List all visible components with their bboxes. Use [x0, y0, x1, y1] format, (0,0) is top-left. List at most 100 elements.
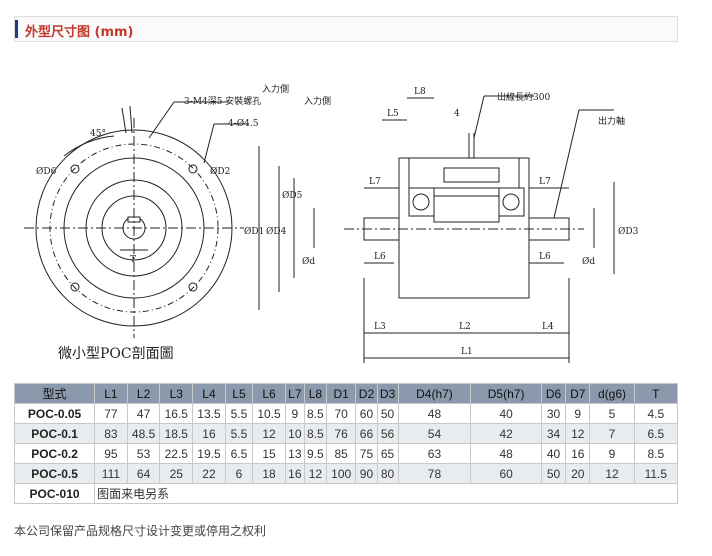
footnote: 本公司保留产品规格尺寸设计变更或停用之权利	[14, 524, 267, 538]
table-cell: 5.5	[224, 403, 254, 424]
table-cell: 19.5	[192, 443, 226, 464]
table-header-cell: L8	[303, 383, 327, 404]
table-cell: 60	[355, 403, 378, 424]
table-cell: 18	[252, 463, 286, 484]
table-header-cell: L2	[126, 383, 161, 404]
table-cell: 8.5	[303, 403, 327, 424]
label-l8: L8	[414, 87, 426, 97]
label-l1: L1	[461, 347, 473, 357]
label-angle: 45°	[90, 129, 106, 139]
table-header-cell: D1	[325, 383, 357, 404]
table-cell: 42	[470, 423, 542, 444]
table-header-cell: T	[633, 383, 679, 404]
label-dim-4: 4	[454, 109, 460, 119]
table-cell: 20	[565, 463, 591, 484]
table-header-cell: D2	[355, 383, 378, 404]
table-cell: 77	[94, 403, 128, 424]
label-l7-left: L7	[369, 177, 381, 187]
table-header-cell: L5	[224, 383, 254, 404]
table-cell: 56	[376, 423, 399, 444]
header-accent-bar	[15, 20, 18, 38]
label-l6-right: L6	[539, 252, 551, 262]
table-cell: 83	[94, 423, 128, 444]
label-d3: ØD3	[618, 226, 639, 237]
table-cell-model: POC-010	[13, 483, 96, 504]
table-cell: 85	[325, 443, 357, 464]
table-cell-model: POC-0.05	[13, 403, 96, 424]
table-cell: 7	[589, 423, 635, 444]
table-cell: 12	[565, 423, 591, 444]
table-cell: 50	[540, 463, 567, 484]
label-l5: L5	[387, 109, 399, 119]
table-header-cell: L4	[192, 383, 226, 404]
table-cell-note: 图面来电另系	[94, 483, 678, 504]
label-output-shaft: 出力軸	[598, 115, 625, 127]
angle-arc	[63, 135, 115, 157]
table-cell: 12	[589, 463, 635, 484]
label-d2: ØD2	[210, 166, 230, 177]
ball-left	[412, 193, 430, 211]
label-mounting-screw: 3-M4深5 安裝螺孔	[184, 95, 261, 107]
hub	[433, 195, 500, 223]
table-cell: 16.5	[159, 403, 194, 424]
leader-screw-diag	[148, 101, 175, 139]
label-d6: ØD6	[36, 166, 57, 177]
table-cell: 16	[565, 443, 591, 464]
coil-section	[408, 157, 520, 189]
table-header-cell: L6	[252, 383, 286, 404]
front-lead-wires	[121, 105, 133, 134]
table-cell: 16	[284, 463, 305, 484]
front-outer-circle	[35, 129, 233, 327]
ball-right	[502, 193, 520, 211]
table-cell: 8.5	[633, 443, 679, 464]
leader-lead-diag	[473, 95, 485, 139]
label-d4: ØD4	[266, 226, 287, 237]
table-cell: 48.5	[126, 423, 161, 444]
table-cell: 9.5	[303, 443, 327, 464]
table-cell: 100	[325, 463, 357, 484]
table-cell: 53	[126, 443, 161, 464]
label-l2: L2	[459, 322, 471, 332]
table-cell: 5.5	[224, 423, 254, 444]
leader-output-diag	[553, 109, 580, 219]
table-cell: 48	[470, 443, 542, 464]
table-cell: 22.5	[159, 443, 194, 464]
table-cell: 111	[94, 463, 128, 484]
table-row-last: POC-010 图面来电另系	[13, 483, 678, 504]
table-cell: 75	[355, 443, 378, 464]
table-cell: 63	[397, 443, 472, 464]
coil-winding	[443, 167, 500, 183]
table-cell: 64	[126, 463, 161, 484]
table-cell: 95	[94, 443, 128, 464]
label-l6-left: L6	[374, 252, 386, 262]
table-cell: 4.5	[633, 403, 679, 424]
table-cell: 10.5	[252, 403, 286, 424]
table-header-cell: D3	[376, 383, 399, 404]
table-cell: 12	[303, 463, 327, 484]
table-cell: 90	[355, 463, 378, 484]
table-cell: 18.5	[159, 423, 194, 444]
label-d1: ØD1	[244, 226, 264, 237]
table-cell: 60	[470, 463, 542, 484]
table-cell: 22	[192, 463, 226, 484]
section-header: 外型尺寸图 (mm)	[14, 16, 678, 42]
table-cell: 13	[284, 443, 305, 464]
table-cell: 9	[284, 403, 305, 424]
label-t: T	[130, 255, 136, 265]
section-title: 外型尺寸图 (mm)	[25, 25, 134, 40]
housing-body	[398, 157, 530, 299]
table-cell: 65	[376, 443, 399, 464]
label-l4: L4	[542, 322, 554, 332]
table-cell: 16	[192, 423, 226, 444]
table-cell: 11.5	[633, 463, 679, 484]
mount-hole	[188, 164, 198, 174]
table-header-cell: d(g6)	[589, 383, 635, 404]
table-cell: 9	[589, 443, 635, 464]
table-cell: 78	[397, 463, 472, 484]
table-header-cell: D4(h7)	[397, 383, 472, 404]
